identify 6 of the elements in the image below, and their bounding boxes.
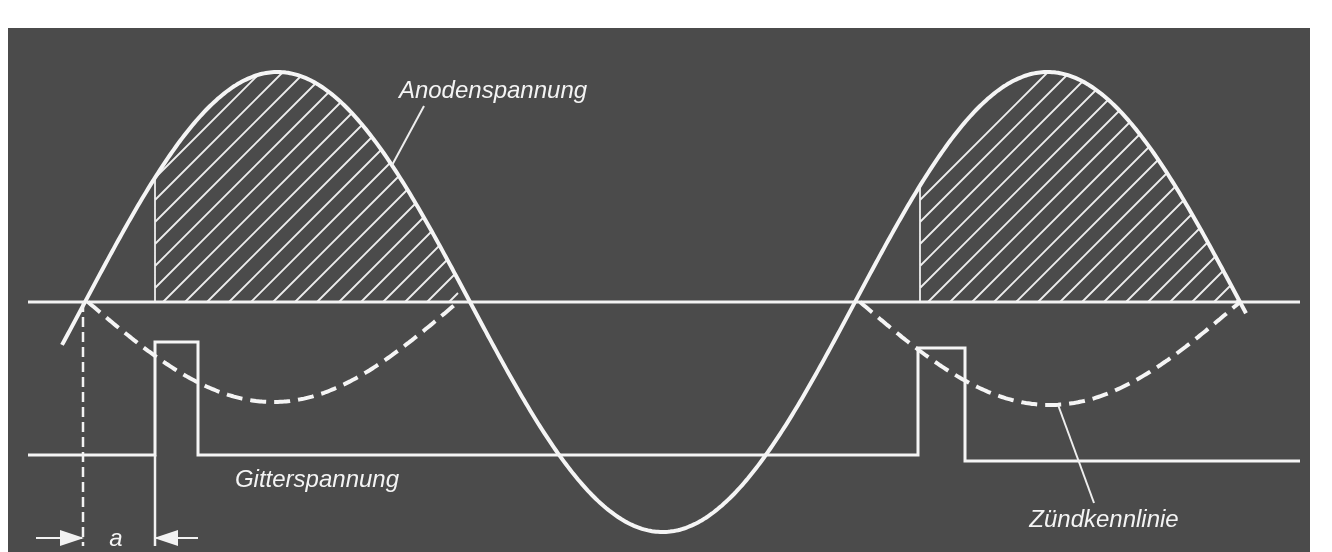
leader-line: [391, 105, 425, 167]
leader-line: [1057, 403, 1095, 504]
anode-voltage-curve: [60, 70, 1248, 534]
dimension-label: a: [108, 524, 124, 552]
curve-label: Zündkennlinie: [1029, 507, 1179, 531]
curve-label: Gitterspannung: [233, 464, 401, 494]
